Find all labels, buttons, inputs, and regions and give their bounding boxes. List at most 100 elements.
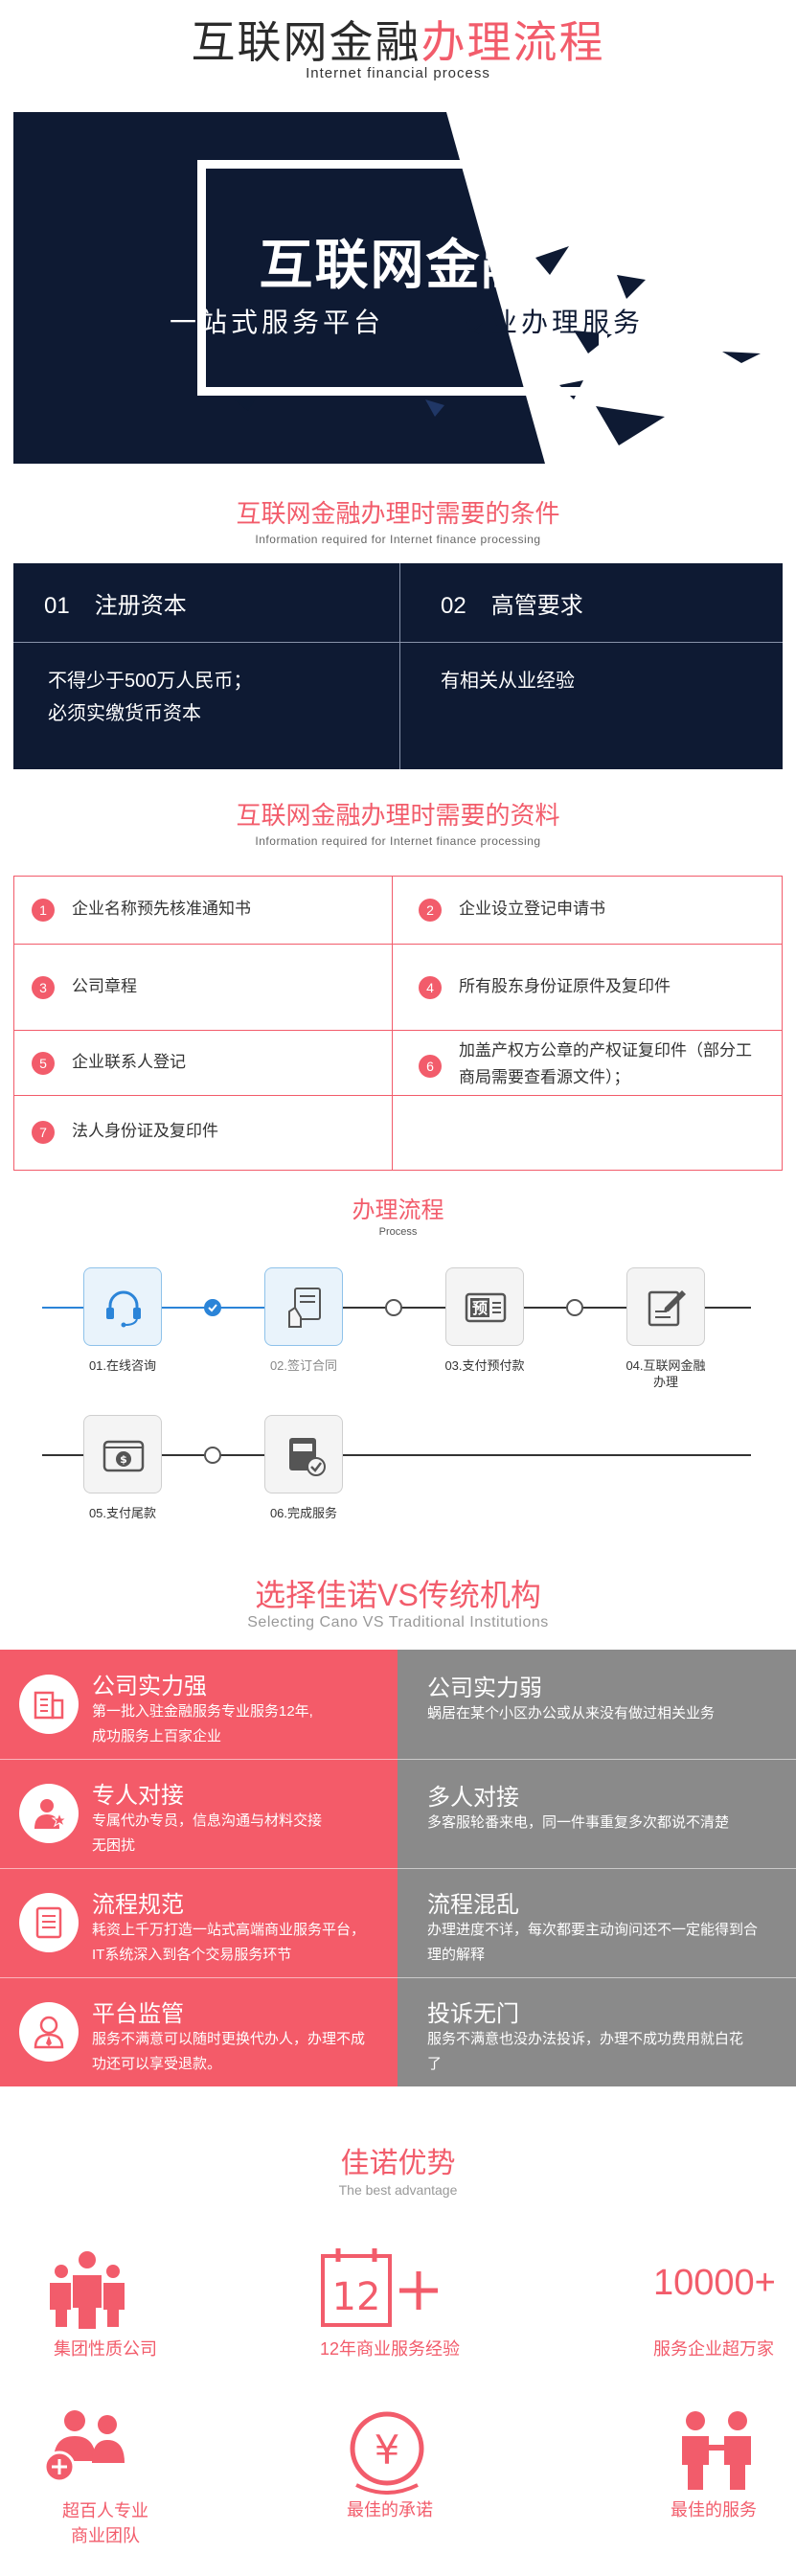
compare-right-title-1: 公司实力弱 <box>427 1676 542 1701</box>
compare-left-icon-4 <box>19 2002 79 2062</box>
hero-banner: 互联网金融 一站式服务平台 专业办理服务 <box>13 112 783 464</box>
group-icon <box>50 2251 125 2329</box>
process-step-6-label: 06.完成服务 <box>269 1506 338 1520</box>
compare-right-panel: 公司实力弱 蜗居在某个小区办公或从来没有做过相关业务 多人对接 多客服轮番来电，… <box>398 1650 796 2086</box>
headset-icon <box>106 1290 141 1328</box>
compare-right-text-2: 多客服轮番来电，同一件事重复多次都说不清楚 <box>427 1814 730 1831</box>
condition-1-number: 01 <box>44 593 70 619</box>
compare-right-text-1: 蜗居在某个小区办公或从来没有做过相关业务 <box>427 1705 716 1721</box>
banner-frame <box>197 160 607 396</box>
process-step-1[interactable] <box>83 1267 162 1346</box>
materials-subtitle: Information required for Internet financ… <box>255 834 541 848</box>
process-step-2-label: 02.签订合同 <box>269 1358 338 1373</box>
compare-right-text-3: 办理进度不详，每次都要主动询问还不一定能得到合理的解释 <box>427 1922 759 1963</box>
person-star-icon <box>34 1799 66 1829</box>
supervisor-icon <box>34 2016 64 2049</box>
page-subtitle: Internet financial process <box>306 65 490 81</box>
process-step-5[interactable]: $ <box>83 1415 162 1493</box>
calendar-12-plus-icon: 12 <box>321 2248 438 2327</box>
compare-left-title-1: 公司实力强 <box>92 1674 207 1699</box>
compare-left-text-4: 服务不满意可以随时更换代办人，办理不成功还可以享受退款。 <box>92 2031 366 2072</box>
conditions-title: 互联网金融办理时需要的条件 <box>236 499 560 528</box>
number-10000-icon: 10000+ <box>653 2263 776 2303</box>
team-plus-icon <box>43 2410 125 2483</box>
compare-left-text-2: 专属代办专员，信息沟通与材料交接无困扰 <box>92 1812 323 1854</box>
process-step-3-label: 03.支付预付款 <box>444 1358 525 1373</box>
banner-slogan-left: 一站式服务平台 <box>170 308 385 337</box>
advantages-title: 佳诺优势 <box>340 2148 456 2179</box>
page-title: 互联网金融办理流程 <box>0 8 796 71</box>
compare-left-title-4: 平台监管 <box>92 2001 184 2027</box>
banner-slogan-right: 专业办理服务 <box>460 308 645 337</box>
complete-icon <box>289 1438 326 1476</box>
process-dot-done <box>204 1299 221 1316</box>
building-icon <box>34 1691 64 1720</box>
svg-text:$: $ <box>120 1453 127 1466</box>
compare-title: 选择佳诺VS传统机构 <box>255 1578 541 1612</box>
process-step-4[interactable] <box>626 1267 705 1346</box>
process-step-5-label: 05.支付尾款 <box>88 1506 157 1520</box>
compare-left-title-2: 专人对接 <box>92 1783 184 1809</box>
process-dot <box>204 1447 221 1464</box>
contract-sign-icon <box>288 1288 321 1328</box>
materials-title: 互联网金融办理时需要的资料 <box>236 801 560 830</box>
conditions-panel: 01 注册资本 02 高管要求 不得少于500万人民币； 必须实缴货币资本 有相关从… <box>13 563 783 769</box>
svg-text:¥: ¥ <box>375 2427 400 2473</box>
banner-background-graphic <box>234 112 783 464</box>
condition-2-number: 02 <box>441 593 466 619</box>
prepay-icon: 预 <box>465 1292 507 1323</box>
compare-right-title-3: 流程混乱 <box>427 1892 519 1918</box>
compare-right-title-4: 投诉无门 <box>427 2001 519 2027</box>
page-title-red: 办理流程 <box>421 17 605 67</box>
svg-text:12: 12 <box>332 2275 381 2319</box>
compare-left-text-3: 耗资上千万打造一站式高端商业服务平台，IT系统深入到各个交易服务环节 <box>92 1922 366 1963</box>
condition-2-text: 有相关从业经验 <box>441 671 575 692</box>
advantage-label-3: 服务企业超万家 <box>653 2339 774 2359</box>
advantage-label-6: 最佳的服务 <box>671 2500 757 2519</box>
process-step-1-label: 01.在线咨询 <box>88 1358 157 1373</box>
process-step-2[interactable] <box>264 1267 343 1346</box>
compare-subtitle: Selecting Cano VS Traditional Institutio… <box>247 1614 549 1630</box>
condition-2-heading: 02 高管要求 <box>441 586 583 620</box>
condition-1-text: 不得少于500万人民币； 必须实缴货币资本 <box>48 671 253 724</box>
process-step-3[interactable]: 预 <box>445 1267 524 1346</box>
compare-left-title-3: 流程规范 <box>92 1892 184 1918</box>
process-title: 办理流程 <box>352 1197 444 1223</box>
conditions-subtitle: Information required for Internet financ… <box>255 533 541 546</box>
process-step-4-label: 04.互联网金融办理 <box>625 1358 706 1389</box>
compare-right-text-4: 服务不满意也没办法投诉，办理不成功费用就白花了 <box>427 2031 744 2072</box>
compare-left-panel: 公司实力强 第一批入驻金融服务专业服务12年,成功服务上百家企业 专人对接 专属… <box>0 1650 398 2086</box>
page-title-dark: 互联网金融 <box>191 17 421 67</box>
compare-left-icon-2 <box>19 1784 79 1843</box>
handshake-service-icon <box>682 2411 751 2490</box>
process-step-6[interactable] <box>264 1415 343 1493</box>
advantage-label-2: 12年商业服务经验 <box>319 2339 461 2359</box>
banner-title: 互联网金融 <box>259 235 537 295</box>
compare-left-text-1: 第一批入驻金融服务专业服务12年,成功服务上百家企业 <box>92 1703 313 1744</box>
compare-right-title-2: 多人对接 <box>427 1785 519 1811</box>
compare-left-icon-1 <box>19 1675 79 1734</box>
process-dot <box>385 1299 402 1316</box>
condition-1-heading: 01 注册资本 <box>44 586 187 620</box>
svg-text:预: 预 <box>472 1299 488 1317</box>
advantage-label-1: 集团性质公司 <box>54 2339 157 2359</box>
advantage-label-4: 超百人专业 商业团队 <box>62 2501 148 2545</box>
advantage-label-5: 最佳的承诺 <box>347 2500 433 2519</box>
process-dot <box>566 1299 583 1316</box>
yuan-promise-icon: ¥ <box>350 2411 424 2495</box>
checklist-icon <box>35 1906 62 1939</box>
advantages-subtitle: The best advantage <box>338 2182 458 2198</box>
process-line <box>42 1454 751 1456</box>
condition-1-title: 注册资本 <box>94 593 187 619</box>
edit-form-icon <box>648 1290 686 1327</box>
wallet-icon: $ <box>102 1440 145 1472</box>
condition-2-title: 高管要求 <box>490 593 583 619</box>
